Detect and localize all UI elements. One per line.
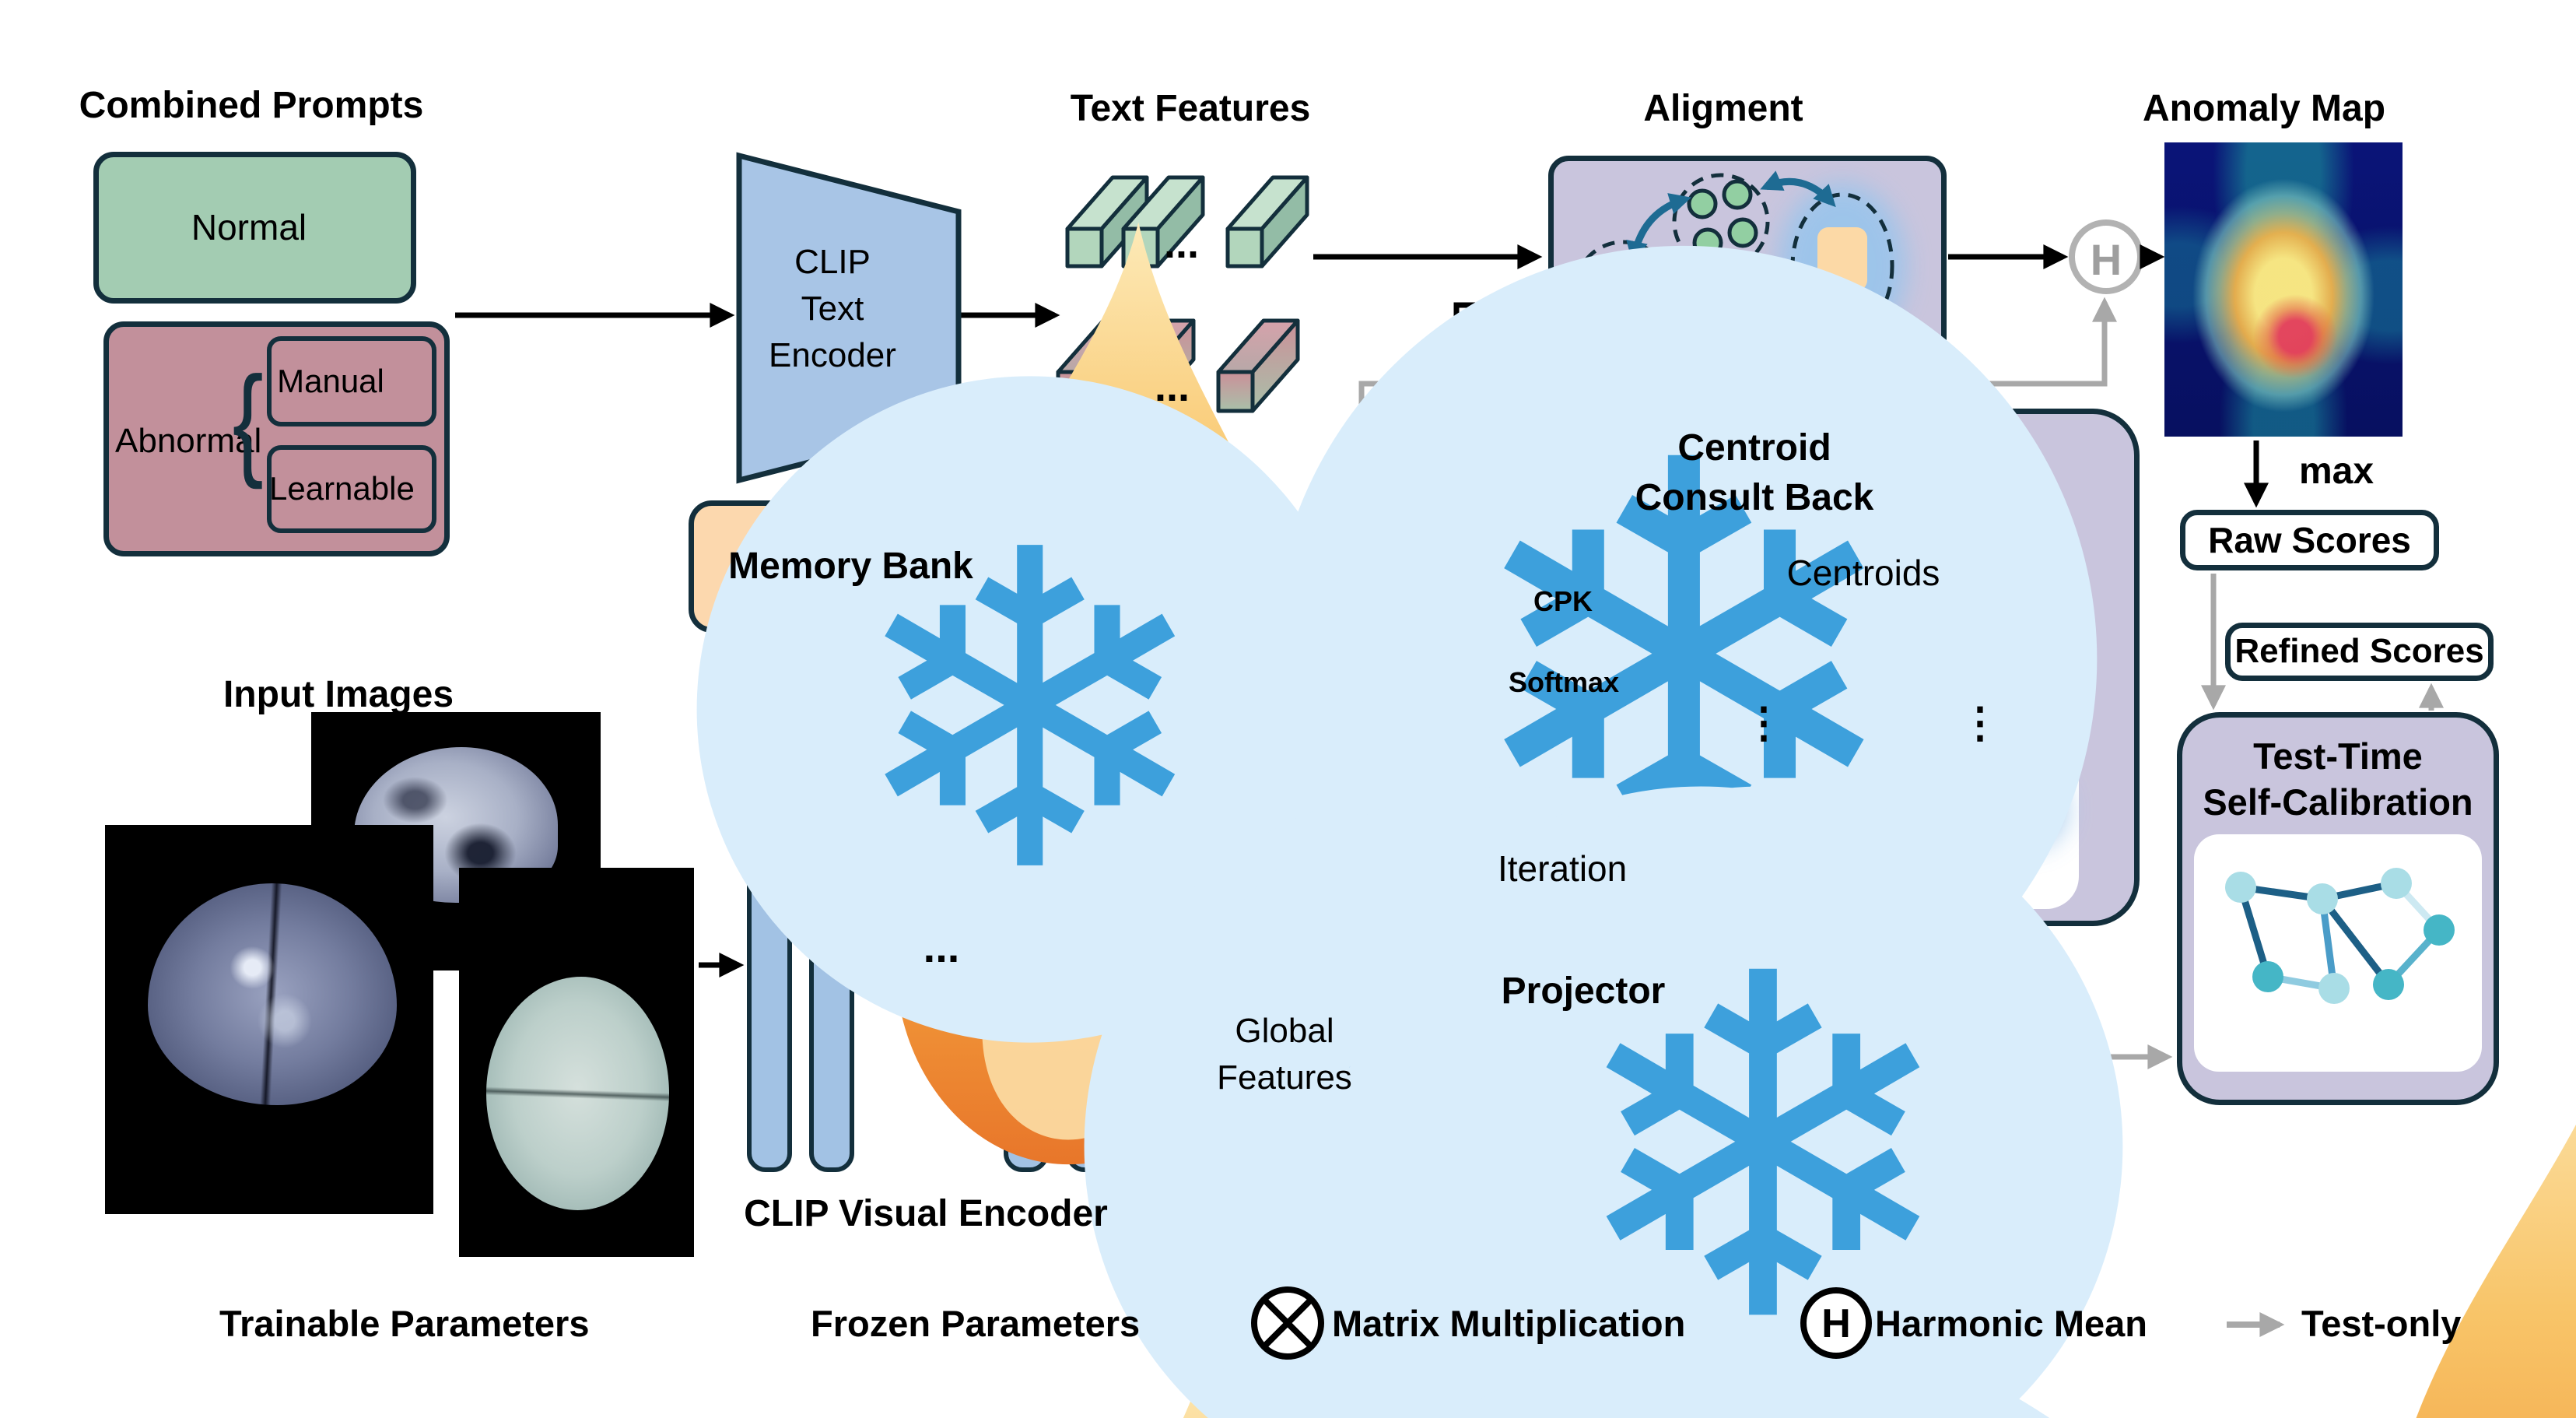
centroids-vertical-ellipsis-left: ⋮ [1743, 700, 1785, 746]
text-features-ellipsis-green: ... [1164, 220, 1200, 267]
abnormal-label: Abnormal [115, 422, 262, 460]
matrix-multiplication-icon [1326, 535, 1397, 606]
global-features-label-1: Global [1235, 1012, 1334, 1050]
max-label: max [2299, 451, 2374, 492]
ttsc-title-1: Test-Time [2253, 735, 2423, 777]
global-features-label-2: Features [1217, 1058, 1352, 1097]
memory-bank-label: Memory Bank [728, 546, 973, 588]
patch-cell [1136, 707, 1200, 777]
patch-cell [1200, 707, 1265, 777]
patch-cell [1265, 846, 1330, 915]
clip-text-encoder-label-3: Encoder [769, 336, 896, 374]
refined-scores-label: Refined Scores [2234, 632, 2484, 671]
text-features-title: Text Features [1070, 88, 1311, 129]
alignment-title: Aligment [1643, 88, 1803, 129]
harmonic-mean-letter-legend: H [1821, 1301, 1851, 1346]
patch-cell [1265, 638, 1330, 707]
clip-text-encoder-label-2: Text [801, 290, 864, 328]
legend-label-testonly: Test-only [2301, 1303, 2462, 1344]
input-images-title: Input Images [223, 674, 454, 715]
learnable-prompt-box [267, 445, 436, 533]
harmonic-mean-letter: H [2090, 235, 2122, 284]
legend-label-frozen: Frozen Parameters [811, 1303, 1141, 1344]
manual-label: Manual [277, 363, 384, 399]
abnormal-brace: { [232, 350, 264, 490]
patch-cell [1200, 777, 1265, 846]
cpk-label: CPK [1533, 585, 1593, 618]
legend-label-harmonic: Harmonic Mean [1875, 1303, 2147, 1344]
patch-cell [1265, 707, 1330, 777]
centroids-vertical-ellipsis-right: ⋮ [1959, 700, 2001, 746]
anomaly-map-image [2164, 142, 2403, 437]
calibration-graph-panel [2194, 834, 2482, 1072]
refined-scores-box [2225, 623, 2494, 681]
normal-prompt-box [93, 152, 416, 304]
iteration-label: Iteration [1498, 848, 1628, 889]
learnable-label: Learnable [269, 470, 415, 507]
visual-encoder-block-4 [1066, 753, 1111, 1172]
matrix-multiplication-icon [1251, 1286, 1324, 1360]
patch-cell [1136, 777, 1200, 846]
patch-cell [1200, 638, 1265, 707]
text-features-ellipsis-red: ... [1155, 363, 1190, 410]
anomaly-map-title: Anomaly Map [2142, 88, 2386, 129]
normal-label: Normal [191, 207, 307, 247]
softmax-label: Softmax [1508, 666, 1620, 698]
projector-title: Projector [1501, 970, 1666, 1012]
patch-cell [1330, 638, 1394, 707]
patch-cell [1330, 777, 1394, 846]
visual-encoder-block-1 [747, 753, 792, 1172]
clip-visual-encoder-label: CLIP Visual Encoder [744, 1193, 1108, 1234]
axial-brain-dark [148, 883, 397, 1105]
ttsc-title-2: Self-Calibration [2203, 781, 2473, 823]
iteration-arrowhead [1395, 871, 1445, 930]
legend-label-matmul: Matrix Multiplication [1332, 1303, 1686, 1344]
patch-cell [1136, 638, 1200, 707]
global-features-box [1176, 982, 1393, 1128]
patch-grid [1136, 638, 1394, 915]
patch-cell [1330, 846, 1394, 915]
ccb-title-1: Centroid [1677, 427, 1831, 469]
patch-cell [1265, 777, 1330, 846]
ccb-title-2: Consult Back [1635, 477, 1874, 518]
axial-brain-light [486, 977, 669, 1210]
input-image-axial-light [459, 868, 694, 1257]
visual-encoder-block-2 [809, 753, 854, 1172]
visual-encoder-block-3 [1004, 753, 1049, 1172]
input-image-axial-dark [105, 825, 433, 1214]
legend-label-trainable: Trainable Parameters [219, 1303, 590, 1344]
patch-cell [1330, 707, 1394, 777]
patch-cell [1200, 846, 1265, 915]
raw-scores-label: Raw Scores [2208, 519, 2411, 560]
centroids-label: Centroids [1786, 553, 1940, 593]
visual-encoder-ellipsis: ... [923, 922, 960, 971]
alignment-box [1548, 156, 1947, 358]
manual-prompt-box [267, 336, 436, 426]
clip-text-encoder-label-1: CLIP [794, 243, 871, 281]
combined-prompts-title: Combined Prompts [79, 85, 424, 126]
patch-cell [1136, 846, 1200, 915]
raw-scores-box [2180, 510, 2439, 570]
